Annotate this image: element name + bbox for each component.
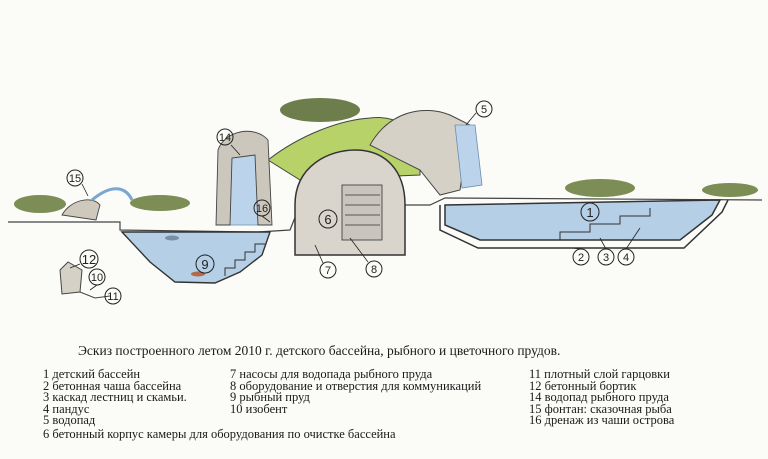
tree (130, 195, 190, 211)
tree (280, 98, 360, 122)
leader-lines (69, 112, 641, 291)
callout-11: 11 (104, 287, 122, 305)
callout-16: 16 (253, 199, 271, 217)
legend-item: 15 фонтан: сказочная рыба (529, 401, 672, 416)
callout-3: 3 (597, 248, 615, 266)
svg-text:8: 8 (371, 264, 377, 276)
callout-15: 15 (66, 169, 84, 187)
callout-1: 1 (580, 202, 600, 222)
concrete-border (59, 261, 83, 295)
pond-cross-section-sketch: 1 2 3 4 5 6 7 8 9 10 11 12 14 15 16 (8, 98, 763, 305)
legend-item: 4 пандус (43, 401, 90, 416)
svg-text:4: 4 (623, 252, 629, 264)
fish-pond-basin (120, 231, 271, 284)
legend-item: 9 рыбный пруд (230, 390, 310, 405)
legend-item: 5 водопад (43, 413, 96, 428)
svg-text:1: 1 (586, 205, 593, 220)
legend-item: 11 плотный слой гарцовки (529, 367, 670, 381)
callout-9: 9 (195, 254, 215, 274)
callout-2: 2 (572, 248, 590, 266)
svg-text:10: 10 (91, 272, 103, 284)
fish-pond-steps (224, 243, 265, 276)
legend-item: 8 оборудование и отверстия для коммуника… (230, 378, 482, 393)
svg-text:15: 15 (69, 173, 81, 185)
svg-text:14: 14 (219, 132, 231, 144)
waterfall-5 (454, 124, 483, 189)
pool-stairs (559, 208, 651, 240)
svg-text:6: 6 (324, 212, 331, 227)
svg-text:7: 7 (325, 265, 331, 277)
fish-mark (165, 235, 179, 241)
svg-text:2: 2 (578, 252, 584, 264)
pool-concrete-shell (439, 199, 729, 249)
svg-text:16: 16 (256, 203, 268, 215)
ground-line (8, 197, 763, 233)
callout-12: 12 (79, 249, 99, 269)
legend-item: 3 каскад лестниц и скамьи. (43, 390, 187, 405)
legend-item: 1 детский бассейн (43, 367, 141, 381)
legend-item: 14 водопад рыбного пруда (529, 390, 669, 405)
legend-column-1: 1 детский бассейн 2 бетонная чаша бассей… (43, 367, 187, 428)
childrens-pool-basin (444, 199, 722, 241)
callout-4: 4 (617, 248, 635, 266)
callout-10: 10 (88, 268, 106, 286)
rock-ridge (369, 109, 471, 196)
tree (14, 195, 66, 213)
legend-item: 10 изобент (230, 401, 288, 416)
callout-8: 8 (365, 260, 383, 278)
svg-text:9: 9 (201, 257, 208, 272)
equipment-lines (345, 194, 380, 226)
callout-5: 5 (475, 100, 493, 118)
legend-item-6: 6 бетонный корпус камеры для оборудовани… (43, 427, 396, 441)
svg-text:12: 12 (82, 252, 96, 267)
legend-item: 12 бетонный бортик (529, 378, 637, 393)
callout-7: 7 (319, 261, 337, 279)
legend-column-3: 11 плотный слой гарцовки 12 бетонный бор… (529, 367, 675, 428)
svg-text:3: 3 (603, 252, 609, 264)
equipment-box (341, 184, 383, 241)
callout-6: 6 (318, 209, 338, 229)
legend-column-2: 7 насосы для водопада рыбного пруда 8 об… (230, 367, 482, 416)
legend-item: 2 бетонная чаша бассейна (43, 378, 182, 393)
legend-item: 7 насосы для водопада рыбного пруда (230, 367, 433, 381)
svg-text:5: 5 (481, 104, 487, 116)
figure-caption: Эскиз построенного летом 2010 г. детског… (78, 343, 561, 358)
callout-14: 14 (216, 128, 234, 146)
tree (702, 183, 758, 197)
fountain-fish (61, 199, 101, 221)
fountain-jet (91, 187, 134, 202)
svg-text:11: 11 (107, 291, 118, 303)
tree (565, 179, 635, 197)
legend-item: 16 дренаж из чаши острова (529, 413, 675, 428)
